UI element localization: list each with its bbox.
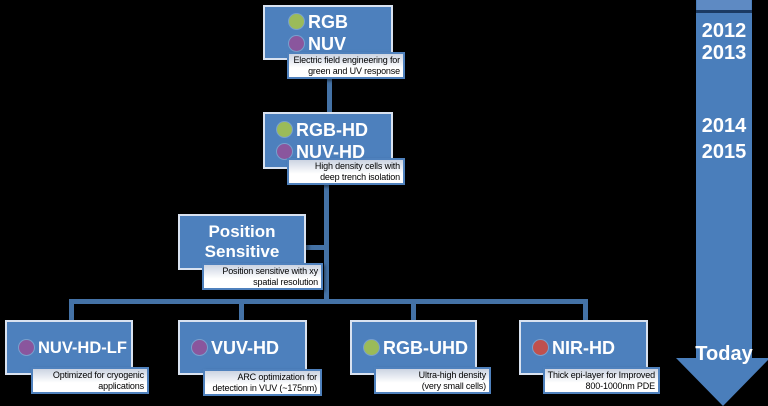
node-title-row: RGB bbox=[265, 11, 391, 33]
caption-nuv-hd-lf: Optimized for cryogenic applications bbox=[31, 367, 149, 394]
caption-line: green and UV response bbox=[308, 65, 400, 76]
timeline-arrow-cap bbox=[697, 0, 751, 10]
caption-line: Optimized for cryogenic bbox=[52, 369, 144, 380]
caption-line: Electric field engineering for bbox=[293, 54, 400, 65]
connector-drop-vuv-hd bbox=[239, 302, 244, 321]
caption-line: detection in VUV (~175nm) bbox=[212, 382, 317, 393]
timeline-arrow-shaft bbox=[696, 0, 752, 360]
green-dot-icon bbox=[277, 122, 292, 137]
purple-dot-icon bbox=[19, 340, 34, 355]
timeline-year-2014: 2014 bbox=[701, 115, 747, 137]
timeline-year-2012: 2012 bbox=[701, 20, 747, 42]
green-dot-icon bbox=[364, 340, 379, 355]
connector-drop-rgb-uhd bbox=[411, 302, 416, 321]
node-title: NUV bbox=[308, 33, 347, 54]
caption-line: Ultra-high density bbox=[418, 369, 486, 380]
node-title: Sensitive bbox=[204, 242, 280, 261]
node-title-row: NUV bbox=[265, 33, 391, 55]
caption-line: High density cells with bbox=[314, 160, 400, 171]
node-title-row: NIR-HD bbox=[521, 337, 646, 359]
node-title-row: VUV-HD bbox=[180, 337, 305, 359]
green-dot-icon bbox=[289, 14, 304, 29]
caption-line: deep trench isolation bbox=[320, 171, 400, 182]
caption-line: ARC optimization for bbox=[237, 371, 317, 382]
caption-rgbhd-nuvhd: High density cells with deep trench isol… bbox=[287, 158, 405, 185]
caption-vuv-hd: ARC optimization for detection in VUV (~… bbox=[203, 369, 322, 396]
node-position-sensitive: Position Sensitive bbox=[178, 214, 306, 270]
node-title-row: RGB-HD bbox=[265, 119, 391, 141]
connector-position-sensitive-stub bbox=[305, 245, 325, 250]
connector-node2-bus bbox=[324, 183, 329, 301]
node-title-row: Position bbox=[180, 222, 304, 242]
node-title: Position bbox=[208, 222, 276, 241]
caption-position-sensitive: Position sensitive with xy spatial resol… bbox=[202, 263, 323, 290]
connector-node1-node2 bbox=[327, 77, 332, 113]
node-title: RGB bbox=[308, 11, 348, 32]
caption-nir-hd: Thick epi-layer for Improved 800-1000nm … bbox=[543, 367, 660, 394]
caption-line: applications bbox=[98, 380, 144, 391]
connector-drop-nuv-hd-lf bbox=[69, 302, 74, 321]
timeline-arrow-top-line bbox=[696, 10, 752, 13]
caption-line: 800-1000nm PDE bbox=[585, 380, 656, 391]
timeline-today-label: Today bbox=[695, 343, 753, 365]
caption-line: (very small cells) bbox=[421, 380, 486, 391]
caption-line: Thick epi-layer for Improved bbox=[547, 369, 655, 380]
node-rgb-nuv: RGB NUV bbox=[263, 5, 393, 60]
node-title: NUV-HD bbox=[296, 141, 366, 162]
purple-dot-icon bbox=[192, 340, 207, 355]
node-title: RGB-HD bbox=[296, 119, 368, 140]
node-title-row: RGB-UHD bbox=[352, 337, 475, 359]
caption-line: Position sensitive with xy bbox=[222, 265, 318, 276]
connector-drop-nir-hd bbox=[583, 302, 588, 321]
node-title-row: NUV-HD-LF bbox=[7, 337, 131, 359]
node-title-row: NUV-HD bbox=[265, 141, 391, 163]
caption-rgb-uhd: Ultra-high density (very small cells) bbox=[374, 367, 491, 394]
node-title: VUV-HD bbox=[211, 337, 280, 358]
node-title: NUV-HD-LF bbox=[38, 338, 127, 357]
node-title: RGB-UHD bbox=[383, 337, 468, 358]
connector-horizontal-bus bbox=[69, 299, 588, 304]
caption-line: spatial resolution bbox=[253, 276, 318, 287]
red-dot-icon bbox=[533, 340, 548, 355]
timeline-arrowhead-icon bbox=[676, 358, 768, 406]
purple-dot-icon bbox=[289, 36, 304, 51]
node-title: NIR-HD bbox=[552, 337, 615, 358]
timeline-year-2015: 2015 bbox=[701, 141, 747, 163]
node-vuv-hd: VUV-HD bbox=[178, 320, 307, 375]
node-nuv-hd-lf: NUV-HD-LF bbox=[5, 320, 133, 375]
purple-dot-icon bbox=[277, 144, 292, 159]
node-title-row: Sensitive bbox=[180, 242, 304, 262]
timeline-year-2013: 2013 bbox=[701, 42, 747, 64]
caption-rgb-nuv: Electric field engineering for green and… bbox=[287, 52, 405, 79]
